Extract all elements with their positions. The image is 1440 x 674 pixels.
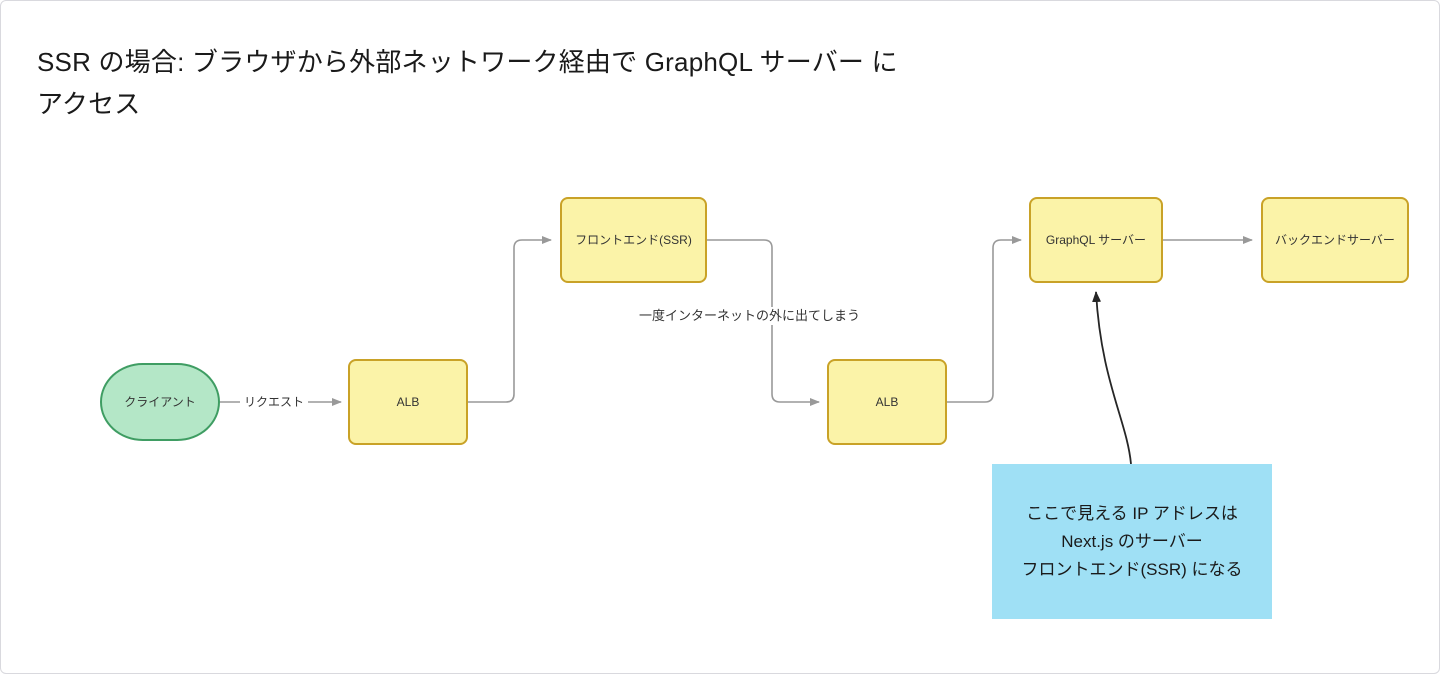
node-graphql-server[interactable]: GraphQL サーバー bbox=[1029, 197, 1163, 283]
node-client-label: クライアント bbox=[124, 395, 196, 409]
edge-note-to-graphql bbox=[1092, 291, 1132, 465]
node-backend-server-label: バックエンドサーバー bbox=[1275, 233, 1395, 247]
node-frontend-ssr-label: フロントエンド(SSR) bbox=[575, 233, 692, 247]
edge-alb2-to-graphql bbox=[947, 236, 1022, 403]
node-alb-2[interactable]: ALB bbox=[827, 359, 947, 445]
page-title: SSR の場合: ブラウザから外部ネットワーク経由で GraphQL サーバー … bbox=[37, 47, 898, 119]
node-graphql-server-label: GraphQL サーバー bbox=[1045, 233, 1147, 247]
edge-label-request: リクエスト bbox=[240, 394, 309, 410]
annotation-note-text: ここで見える IP アドレスは Next.js のサーバー フロントエンド(SS… bbox=[1021, 503, 1243, 579]
node-alb-1-label: ALB bbox=[396, 395, 420, 409]
edge-label-internet-exit: 一度インターネットの外に出てしまう bbox=[634, 307, 866, 325]
node-alb-1[interactable]: ALB bbox=[348, 359, 468, 445]
node-backend-server[interactable]: バックエンドサーバー bbox=[1261, 197, 1409, 283]
annotation-note[interactable]: ここで見える IP アドレスは Next.js のサーバー フロントエンド(SS… bbox=[992, 464, 1272, 619]
edge-alb1-to-frontend bbox=[468, 236, 552, 403]
node-frontend-ssr[interactable]: フロントエンド(SSR) bbox=[560, 197, 707, 283]
node-alb-2-label: ALB bbox=[875, 395, 899, 409]
node-client[interactable]: クライアント bbox=[100, 363, 220, 441]
